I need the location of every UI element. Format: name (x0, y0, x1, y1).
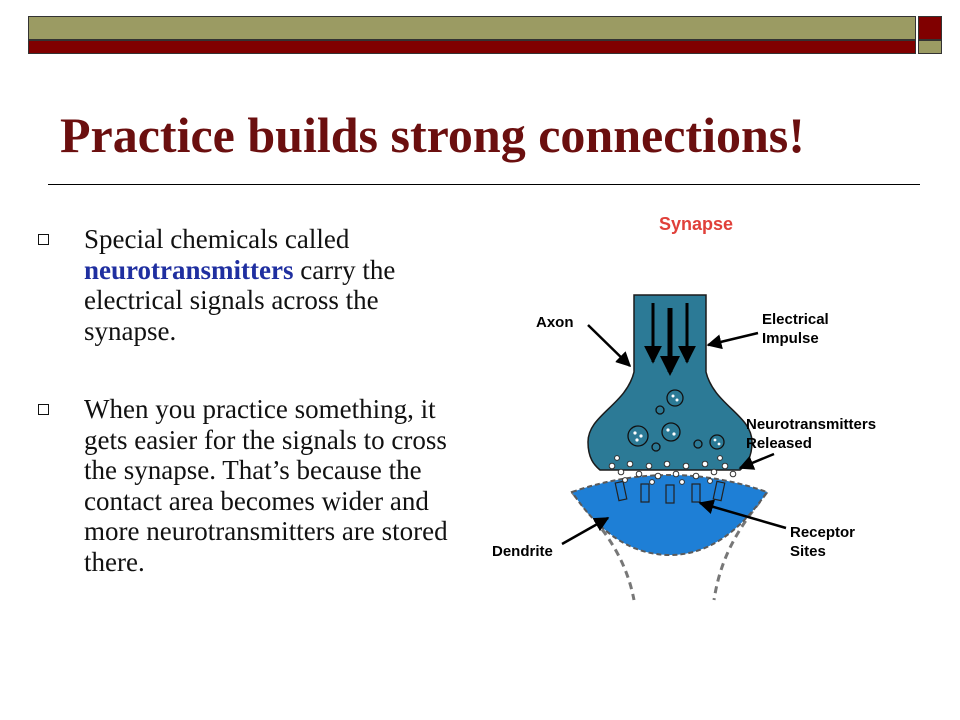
receptor-sites-label-line1: Receptor (790, 524, 855, 541)
dendrite-label: Dendrite (492, 543, 553, 560)
vesicle (627, 425, 649, 447)
receptor-sites-label-line2: Sites (790, 543, 826, 560)
axon-pointer (587, 324, 632, 368)
square-bullet-icon (38, 404, 49, 415)
vesicle (693, 439, 703, 449)
vesicles (627, 389, 725, 452)
neurotransmitters-released-label-line2: Released (746, 435, 812, 452)
bullet-text-after: carry the electrical signals across the … (84, 254, 396, 346)
vesicle (661, 422, 681, 442)
receptor-site (614, 480, 628, 502)
synapse-diagram: Synapse Axon Electrical (492, 214, 876, 601)
header-corner-olive (918, 40, 942, 54)
electrical-impulse-label-line2: Impulse (762, 330, 819, 347)
neurotransmitters-released-label-line1: Neurotransmitters (746, 416, 876, 433)
receptor-sites (614, 480, 726, 504)
square-bullet-icon (38, 234, 49, 245)
bullet-text-before: Special chemicals called (84, 224, 350, 254)
vesicle-contents (633, 394, 721, 446)
header-bar-maroon (28, 40, 916, 54)
dendrite-membrane-right (712, 491, 769, 601)
receptor-site (691, 483, 701, 503)
vesicle (655, 405, 665, 415)
vesicle (651, 442, 661, 452)
diagram-title: Synapse (659, 214, 733, 234)
vesicle (709, 434, 725, 450)
bullet-text: When you practice something, it gets eas… (84, 394, 448, 577)
receptor-site (665, 484, 675, 504)
receptor-sites-pointer (698, 499, 787, 530)
released-neurotransmitters (608, 455, 737, 485)
vesicle (666, 389, 684, 407)
header-bar-olive (28, 16, 916, 40)
receptor-site (712, 480, 726, 502)
receptor-site (640, 483, 650, 503)
dendrite-pointer (561, 516, 610, 546)
bullet-text: Special chemicals called neurotransmitte… (84, 224, 464, 346)
slide-title: Practice builds strong connections! (60, 107, 805, 163)
bullet-keyword: neurotransmitters (84, 254, 294, 285)
electrical-impulse-label-line1: Electrical (762, 311, 829, 328)
axon-terminal (587, 294, 753, 471)
header-corner-maroon (918, 16, 942, 40)
axon-label: Axon (536, 314, 574, 331)
title-underline (48, 184, 920, 185)
neurotransmitters-pointer (738, 452, 775, 470)
electrical-impulse-pointer (706, 331, 759, 350)
